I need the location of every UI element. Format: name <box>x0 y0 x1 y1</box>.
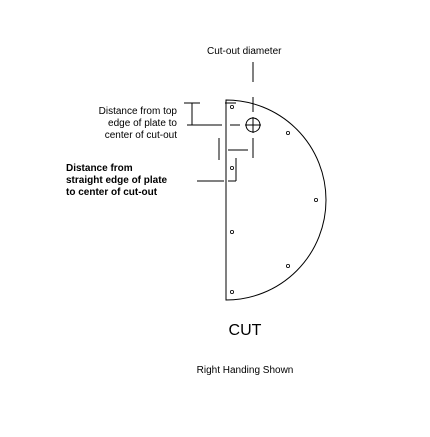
bolt-holes <box>229 105 318 294</box>
distance-top-label: Distance from top edge of plate to cente… <box>98 106 177 141</box>
cut-label: CUT <box>228 322 262 339</box>
cutout <box>245 117 261 133</box>
bolt-hole <box>229 229 234 234</box>
bolt-hole <box>229 165 234 170</box>
cutout-diameter-label: Cut-out diameter <box>207 46 282 57</box>
bolt-hole <box>229 105 234 110</box>
top-distance-dimension <box>184 102 240 126</box>
bolt-hole <box>285 263 290 268</box>
handing-caption: Right Handing Shown <box>196 365 294 376</box>
bolt-hole <box>229 289 234 294</box>
bolt-hole <box>285 130 290 135</box>
edge-distance-dimension <box>197 138 248 182</box>
plate-outline <box>225 99 327 301</box>
distance-edge-label: Distance from straight edge of plate to … <box>66 163 168 198</box>
bolt-hole <box>313 197 318 202</box>
